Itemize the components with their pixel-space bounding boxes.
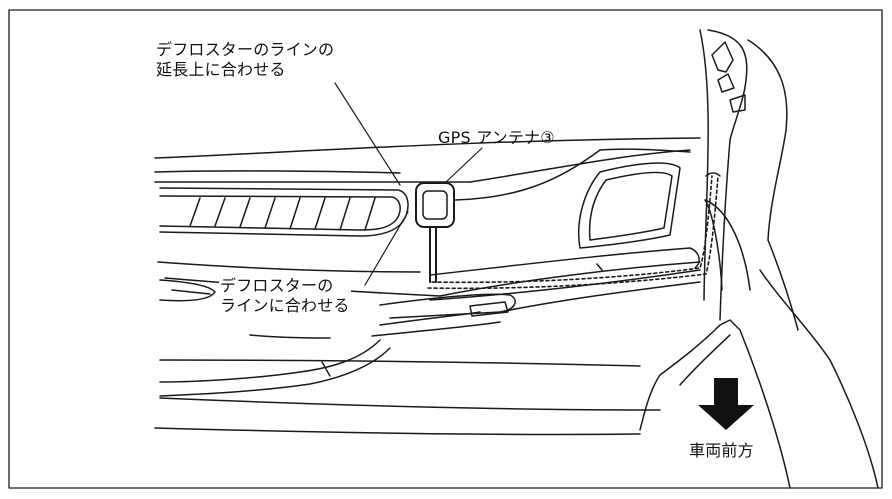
- defroster-extension-line-1: デフロスターのラインの: [156, 40, 335, 59]
- diagram-frame: [8, 9, 883, 489]
- defroster-line-line-2: ラインに合わせる: [220, 296, 350, 315]
- defroster-line-label: デフロスターの ラインに合わせる: [219, 276, 351, 316]
- defroster-extension-label: デフロスターのラインの 延長上に合わせる: [156, 40, 334, 80]
- label-leaders: [334, 82, 483, 286]
- vehicle-front-label: 車両前方: [689, 441, 754, 460]
- cable-end-mark: [705, 172, 721, 177]
- gps-antenna-label: GPS アンテナ③: [438, 128, 555, 147]
- defroster-vent: [159, 187, 409, 237]
- a-pillar: [639, 29, 879, 489]
- defroster-extension-line-2: 延長上に合わせる: [156, 60, 286, 79]
- antenna-cable: [427, 175, 719, 290]
- lower-trim: [154, 279, 701, 436]
- dashboard-outline: [154, 137, 701, 301]
- defroster-line-line-1: デフロスターの: [220, 276, 334, 295]
- side-vent: [577, 162, 681, 249]
- vehicle-front-arrow: [698, 378, 754, 430]
- gps-antenna-unit: [415, 182, 455, 283]
- console-contour: [429, 247, 700, 276]
- console-mark: [596, 263, 603, 271]
